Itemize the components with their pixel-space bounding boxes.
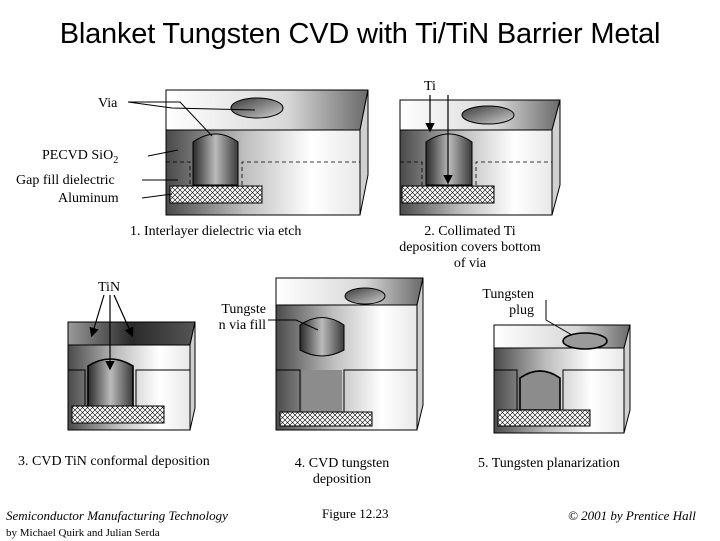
step-2-caption: 2. Collimated Ti deposition covers botto… bbox=[399, 224, 541, 271]
block-step-3 bbox=[67, 294, 196, 431]
tin-arrow-1 bbox=[89, 294, 105, 338]
tungsten-fill-leader bbox=[268, 319, 319, 331]
step-3-caption: 3. CVD TiN conformal deposition bbox=[18, 454, 210, 469]
gap-fill-label: Gap fill dielectric bbox=[16, 173, 115, 188]
block-step-1 bbox=[165, 89, 369, 216]
aluminum-leader bbox=[141, 193, 173, 199]
leader-lines bbox=[127, 101, 573, 336]
aluminum-label: Aluminum bbox=[58, 191, 119, 206]
block-step-4 bbox=[275, 277, 424, 431]
tungsten-plug-leader bbox=[545, 300, 573, 336]
figure-number: Figure 12.23 bbox=[322, 506, 389, 521]
step-1-caption: 1. Interlayer dielectric via etch bbox=[130, 224, 302, 239]
via-leader-1 bbox=[127, 101, 256, 111]
step-5-caption: 5. Tungsten planarization bbox=[478, 456, 620, 471]
footer-authors: by Michael Quirk and Julian Serda bbox=[6, 527, 160, 539]
footer-copyright: © 2001 by Prentice Hall bbox=[568, 508, 696, 523]
block-step-2 bbox=[399, 95, 561, 216]
pecvd-label: PECVD SiO2 bbox=[42, 148, 119, 166]
tin-label: TiN bbox=[98, 280, 121, 295]
via-leader-2 bbox=[128, 101, 213, 137]
ti-label: Ti bbox=[424, 79, 436, 94]
block-step-5 bbox=[493, 324, 631, 434]
tin-arrow-3 bbox=[113, 294, 134, 338]
step-4-caption: 4. CVD tungsten deposition bbox=[294, 456, 390, 487]
pecvd-leader bbox=[147, 149, 179, 157]
page-title: Blanket Tungsten CVD with Ti/TiN Barrier… bbox=[59, 18, 661, 50]
via-label: Via bbox=[98, 96, 118, 111]
footer-book: Semiconductor Manufacturing Technology bbox=[6, 508, 228, 523]
